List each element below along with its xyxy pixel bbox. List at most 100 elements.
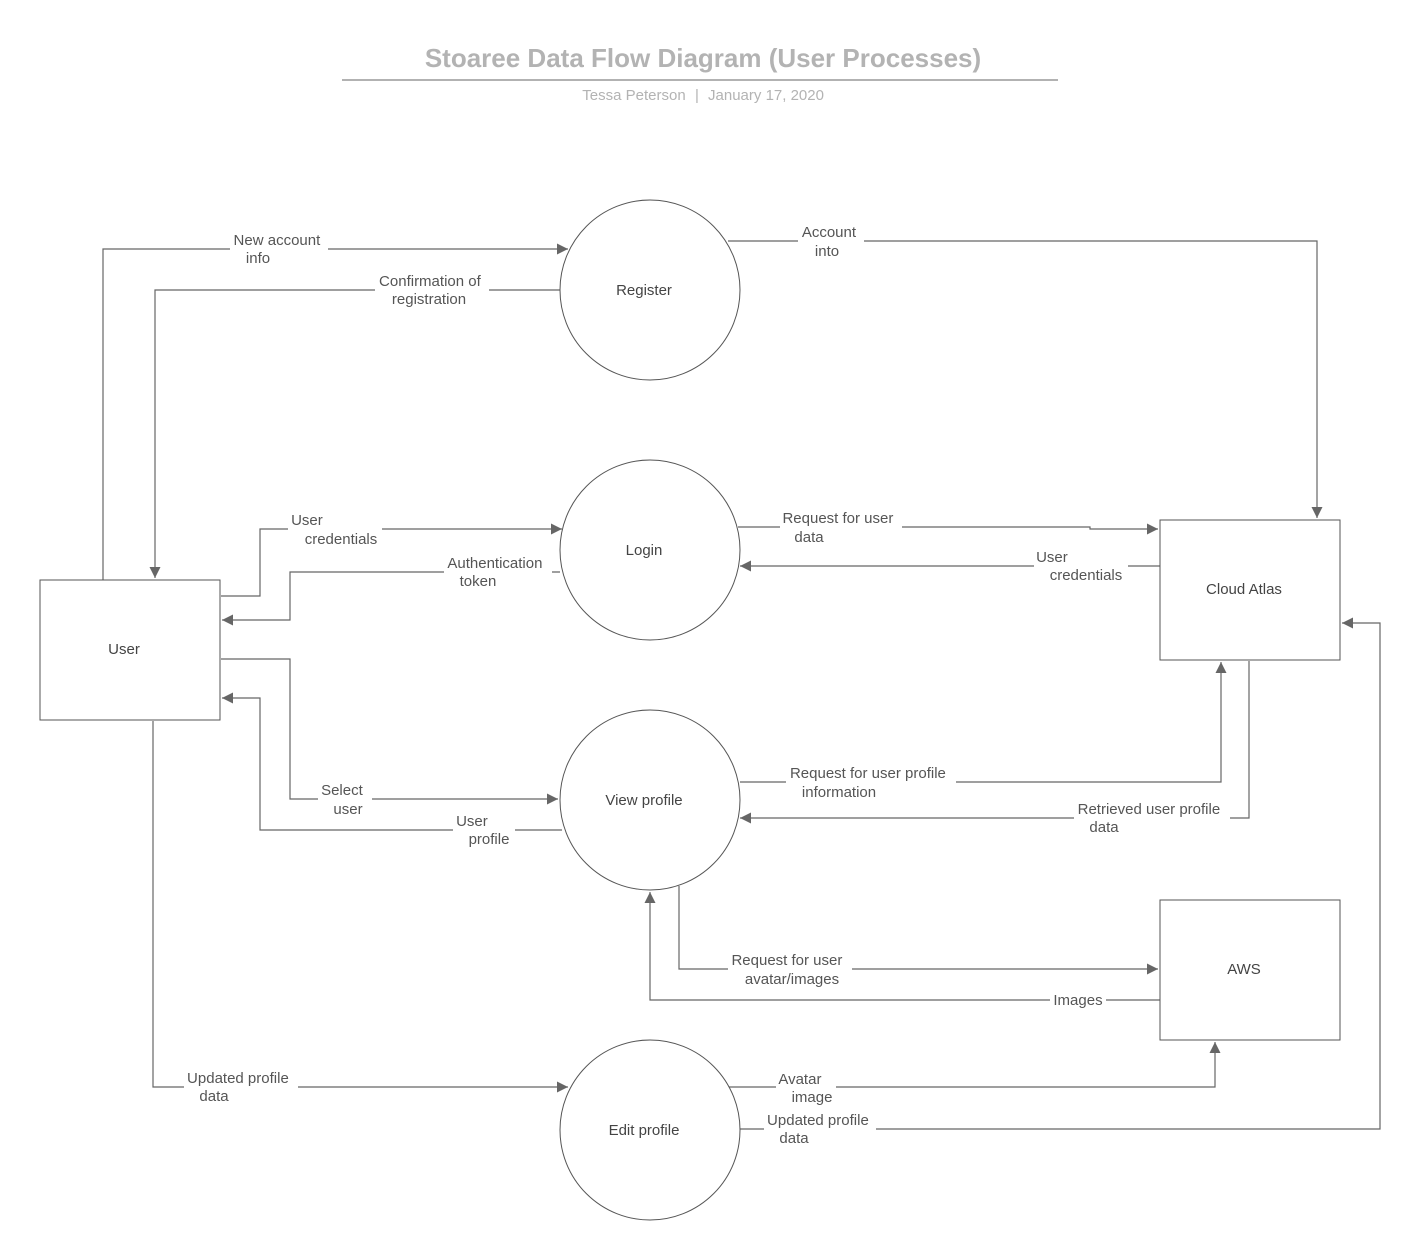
user-entity-box [39, 579, 221, 721]
flow-label-user-profile: User profile [456, 813, 509, 848]
flow-label-request-for-user-profile-information: Request for user profile information [790, 765, 950, 801]
register-circle [559, 199, 741, 381]
label-bg [776, 1069, 836, 1107]
flow-new-account-info [102, 243, 568, 580]
flow-updated-profile-data-user [152, 721, 568, 1093]
view-profile-circle [559, 709, 741, 891]
flow-updated-profile-data-cloud [740, 617, 1381, 1130]
label-bg [764, 1110, 876, 1148]
label-line: Updated profile [767, 1112, 869, 1129]
author-name: Tessa Peterson [582, 87, 685, 104]
label-bg [1034, 547, 1128, 585]
label-bg [444, 553, 552, 591]
label-line: Request for user profile [790, 765, 946, 782]
flow-label-new-account-info: New account info [234, 232, 325, 267]
label-line: profile [469, 831, 510, 848]
label-line: Request for user [782, 510, 893, 527]
label-bg [780, 508, 902, 546]
flow-request-for-user-avatar-images [678, 886, 1158, 975]
label-bg [1050, 990, 1106, 1010]
flow-label-updated-profile-data-cloud: Updated profile data [767, 1112, 873, 1147]
label-bg [1074, 799, 1230, 837]
flow-label-avatar-image: Avatar image [778, 1071, 832, 1106]
label-bg [728, 950, 852, 988]
flow-label-request-for-user-data: Request for user data [782, 510, 897, 546]
flow-retrieved-user-profile-data [740, 661, 1250, 824]
label-bg [318, 780, 372, 818]
label-line: Retrieved user profile [1078, 801, 1221, 818]
edit-profile-label: Edit profile [609, 1122, 680, 1139]
label-line: Request for user [731, 952, 842, 969]
label-line: user [333, 801, 362, 818]
flow-label-select-user: Select user [321, 782, 367, 818]
label-line: credentials [305, 531, 378, 548]
flow-select-user [221, 658, 558, 805]
process-login: Login [559, 459, 741, 641]
flow-label-authentication-token: Authentication token [447, 555, 546, 590]
flow-request-for-user-data [738, 523, 1158, 535]
label-line: New account [234, 232, 322, 249]
user-label: User [108, 641, 140, 658]
node-aws: AWS [1159, 899, 1341, 1041]
label-line: info [246, 250, 270, 267]
flow-images [644, 892, 1160, 1001]
diagram-title: Stoaree Data Flow Diagram (User Processe… [425, 43, 981, 73]
process-register: Register [559, 199, 741, 381]
label-line: token [460, 573, 497, 590]
flow-label-confirmation-of-registration: Confirmation of registration [379, 273, 485, 308]
flow-labels: New account info Confirmation of registr… [184, 222, 1230, 1148]
node-user: User [39, 579, 221, 721]
flow-avatar-image [729, 1042, 1221, 1088]
label-line: image [792, 1089, 833, 1106]
label-bg [288, 510, 382, 548]
label-line: User [291, 512, 323, 529]
flow-user-credentials-login [221, 523, 562, 597]
register-label: Register [616, 282, 672, 299]
label-line: data [779, 1130, 809, 1147]
label-line: credentials [1050, 567, 1123, 584]
aws-label: AWS [1227, 961, 1261, 978]
label-line: Authentication [447, 555, 542, 572]
label-line: registration [392, 291, 466, 308]
label-line: Updated profile [187, 1070, 289, 1087]
label-bg [798, 222, 864, 260]
label-line: Select [321, 782, 364, 799]
label-bg [453, 811, 515, 849]
process-edit-profile: Edit profile [559, 1039, 741, 1221]
flow-label-user-credentials-login: User credentials [291, 512, 377, 548]
label-line: Confirmation of [379, 273, 482, 290]
label-bg [786, 763, 956, 801]
label-line: data [1089, 819, 1119, 836]
label-line: into [815, 243, 839, 260]
label-line: User [1036, 549, 1068, 566]
flow-label-images: Images [1053, 992, 1102, 1009]
label-line: data [794, 529, 824, 546]
cloud-atlas-box [1159, 519, 1341, 661]
flow-label-updated-profile-data-user: Updated profile data [187, 1070, 293, 1105]
label-line: User [456, 813, 488, 830]
label-line: information [802, 784, 876, 801]
diagram-date: January 17, 2020 [708, 87, 824, 104]
label-line: data [199, 1088, 229, 1105]
flow-account-into [728, 240, 1323, 518]
view-profile-label: View profile [605, 792, 682, 809]
label-bg [375, 271, 489, 309]
label-bg [184, 1068, 298, 1106]
process-view-profile: View profile [559, 709, 741, 891]
label-bg [230, 230, 328, 268]
label-line: avatar/images [745, 971, 839, 988]
flow-authentication-token [222, 571, 560, 626]
flow-label-request-for-user-avatar-images: Request for user avatar/images [731, 952, 846, 988]
edit-profile-circle [559, 1039, 741, 1221]
label-line: Images [1053, 992, 1102, 1009]
flow-user-profile [222, 692, 562, 831]
cloud-atlas-label: Cloud Atlas [1206, 581, 1282, 598]
login-label: Login [626, 542, 663, 559]
flow-label-user-credentials-cloud: User credentials [1036, 549, 1122, 584]
subtitle-separator: | [695, 87, 699, 104]
aws-box [1159, 899, 1341, 1041]
label-line: Account [802, 224, 857, 241]
label-line: Avatar [778, 1071, 821, 1088]
login-circle [559, 459, 741, 641]
